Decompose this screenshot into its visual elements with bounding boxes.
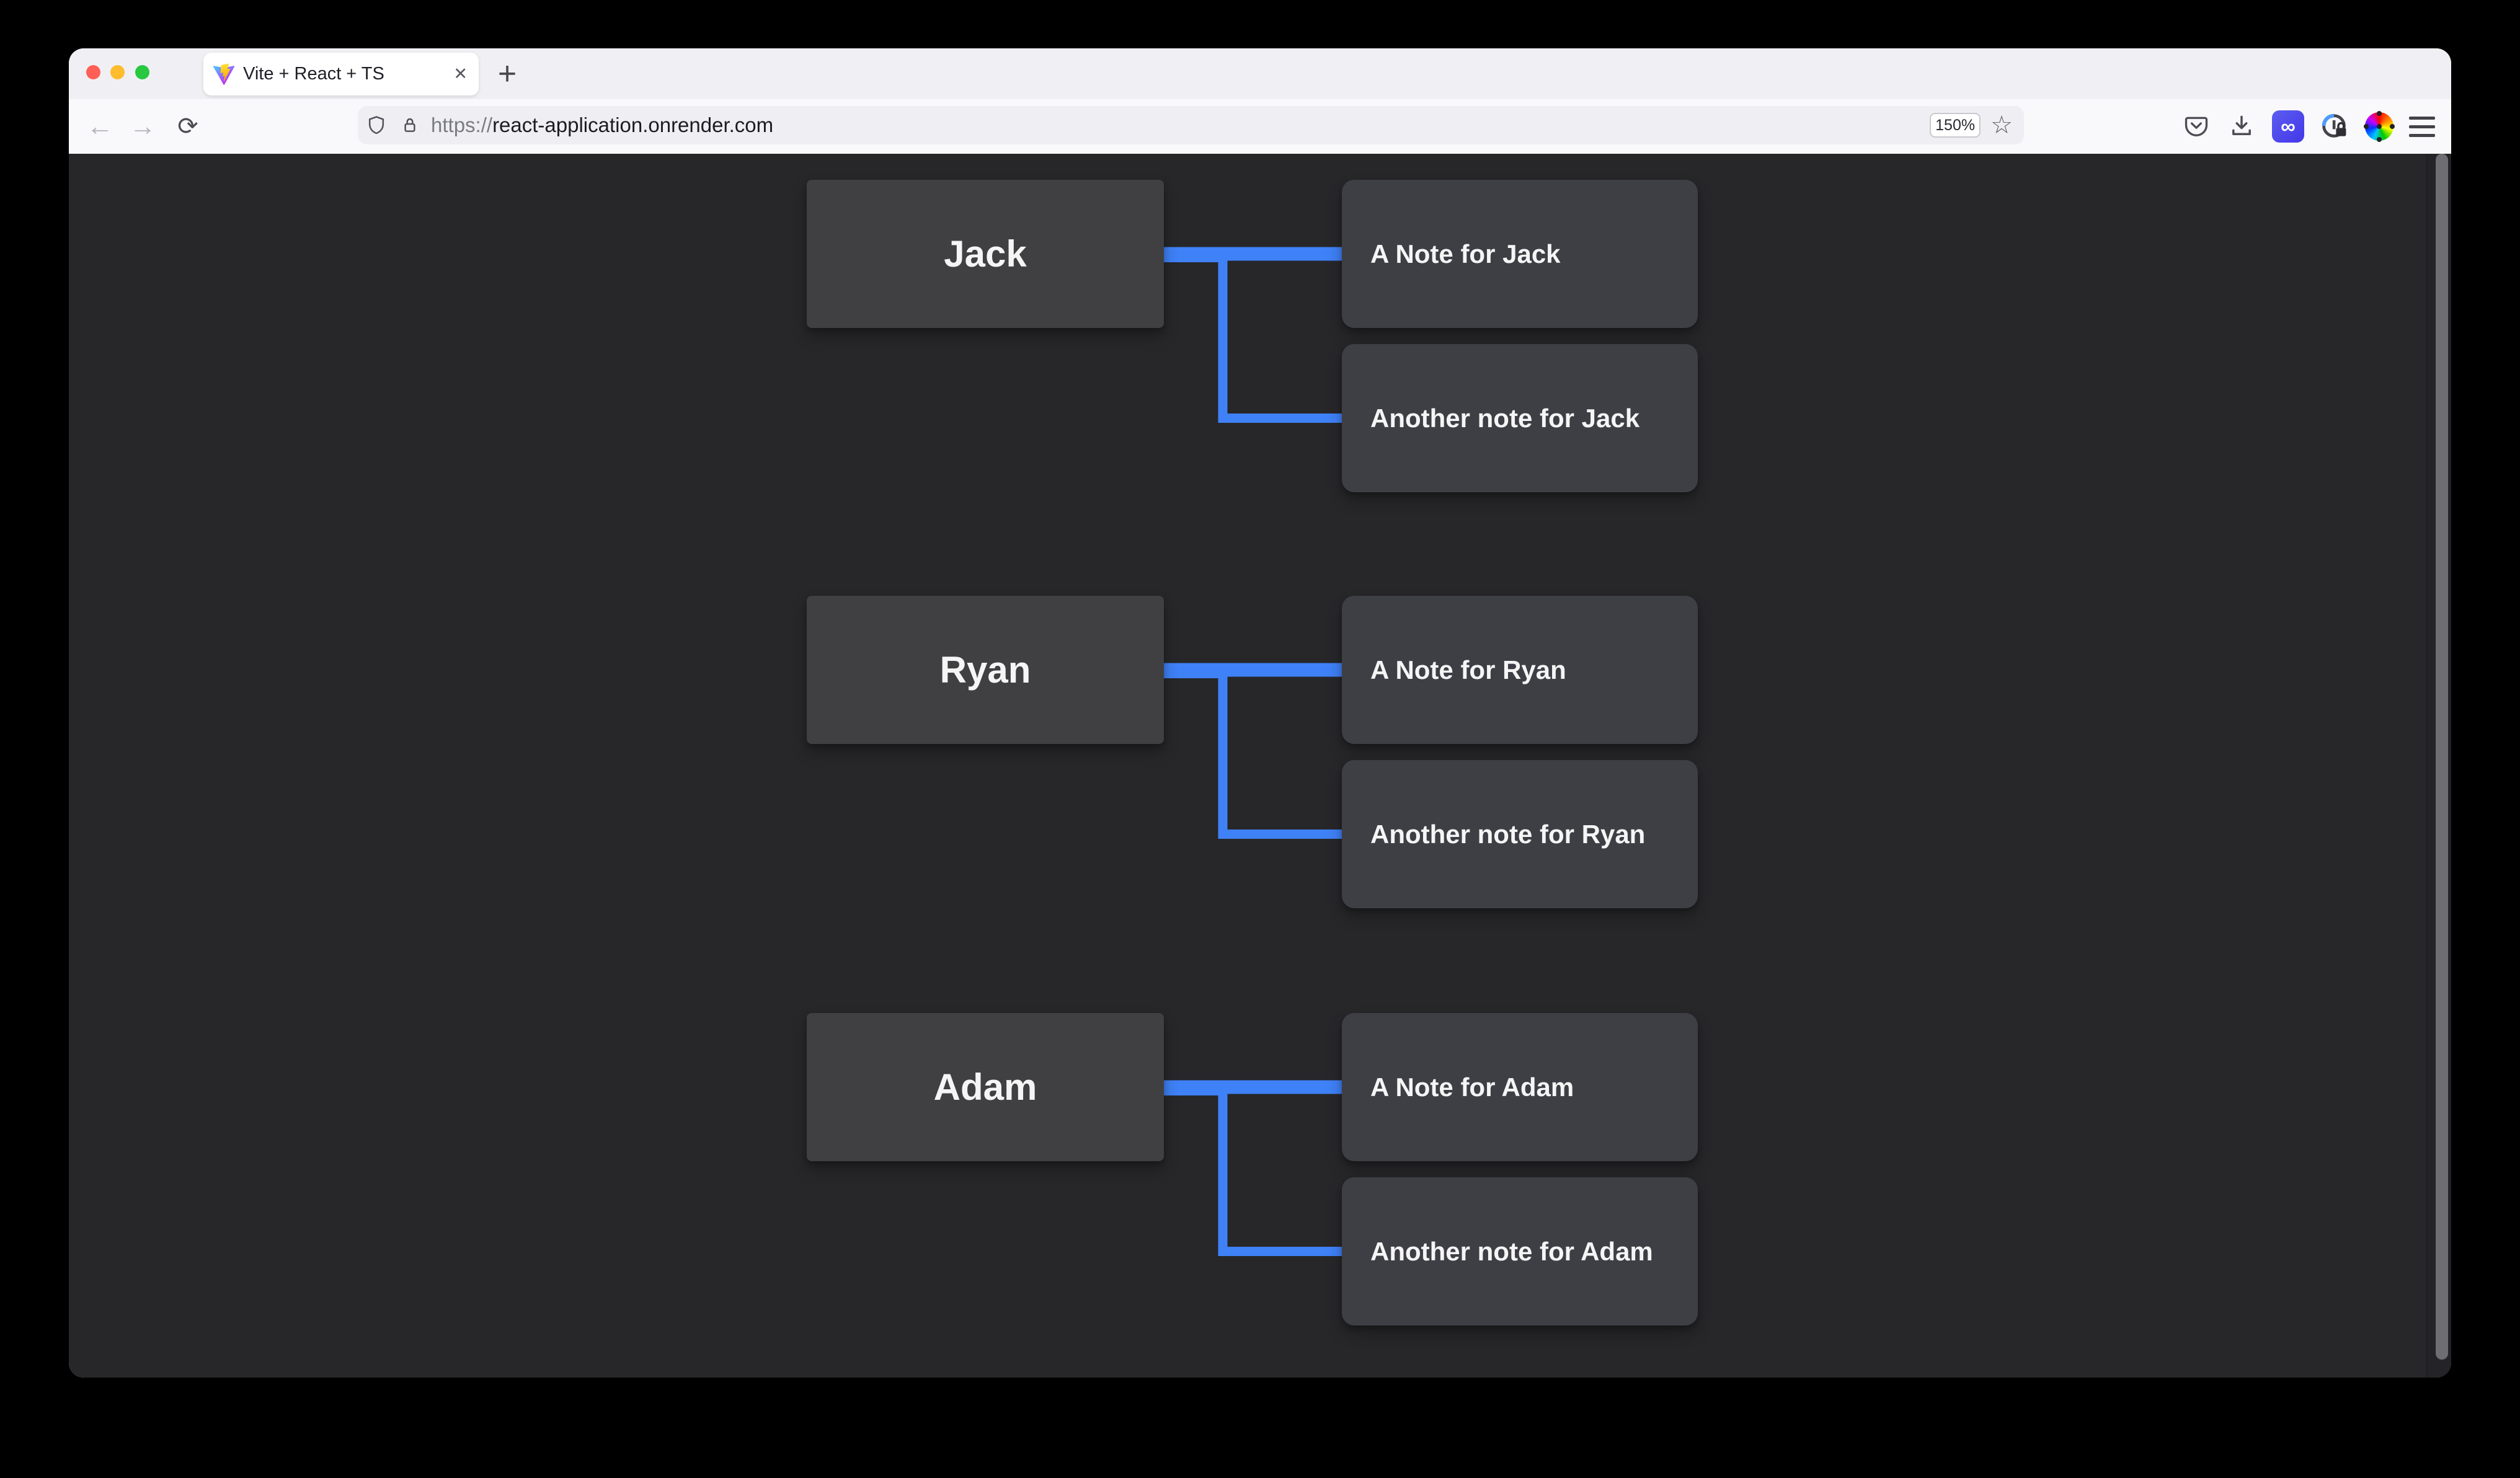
- shield-icon[interactable]: [365, 114, 388, 136]
- tab-bar: Vite + React + TS ✕ +: [69, 48, 2451, 99]
- note-node[interactable]: A Note for Adam: [1342, 1013, 1698, 1161]
- scrollbar-track[interactable]: [2426, 154, 2451, 1378]
- edge-ryan-note2: [1164, 669, 1342, 839]
- note-node[interactable]: Another note for Jack: [1342, 344, 1698, 492]
- macos-close-button[interactable]: [86, 65, 100, 79]
- person-node-adam[interactable]: Adam: [807, 1013, 1164, 1161]
- toolbar-right-icons: ∞: [2181, 99, 2435, 154]
- zoom-level-badge[interactable]: 150%: [1930, 113, 1981, 138]
- navigation-toolbar: ← → ⟳ https://react-application.onrender…: [69, 99, 2451, 154]
- forward-button[interactable]: →: [129, 111, 156, 141]
- url-host: react-application.onrender.com: [492, 113, 774, 136]
- note-node[interactable]: Another note for Adam: [1342, 1177, 1698, 1325]
- note-node[interactable]: A Note for Jack: [1342, 180, 1698, 328]
- url-scheme: https://: [431, 113, 493, 136]
- page-canvas[interactable]: Jack A Note for Jack Another note for Ja…: [69, 154, 2451, 1378]
- url-text[interactable]: https://react-application.onrender.com: [431, 113, 1930, 137]
- vite-favicon-icon: [213, 63, 235, 85]
- privacy-lock-extension-icon[interactable]: [2320, 112, 2349, 141]
- bookmark-star-icon[interactable]: ☆: [1990, 112, 2013, 139]
- note-node[interactable]: Another note for Ryan: [1342, 760, 1698, 908]
- note-node[interactable]: A Note for Ryan: [1342, 596, 1698, 744]
- scrollbar-thumb[interactable]: [2436, 154, 2448, 1360]
- downloads-icon[interactable]: [2227, 112, 2256, 141]
- person-node-ryan[interactable]: Ryan: [807, 596, 1164, 744]
- edge-jack-note2: [1164, 253, 1342, 423]
- flow-edges: [1164, 247, 1342, 1256]
- macos-zoom-button[interactable]: [135, 65, 149, 79]
- macos-minimize-button[interactable]: [110, 65, 125, 79]
- color-wheel-extension-icon[interactable]: [2364, 111, 2395, 142]
- browser-window: Vite + React + TS ✕ + ← → ⟳ https://reac…: [69, 48, 2451, 1378]
- lock-icon[interactable]: [399, 115, 420, 136]
- address-bar[interactable]: https://react-application.onrender.com 1…: [358, 106, 2024, 144]
- reload-button[interactable]: ⟳: [177, 113, 198, 140]
- tab-close-icon[interactable]: ✕: [453, 64, 468, 83]
- edge-adam-note2: [1164, 1086, 1342, 1256]
- infinity-extension-icon[interactable]: ∞: [2272, 110, 2304, 143]
- active-tab[interactable]: Vite + React + TS ✕: [203, 53, 479, 95]
- back-button[interactable]: ←: [86, 111, 113, 141]
- tab-title: Vite + React + TS: [243, 64, 384, 84]
- person-node-jack[interactable]: Jack: [807, 180, 1164, 328]
- new-tab-button[interactable]: +: [497, 56, 517, 92]
- menu-icon[interactable]: [2409, 116, 2435, 137]
- pocket-icon[interactable]: [2181, 112, 2211, 141]
